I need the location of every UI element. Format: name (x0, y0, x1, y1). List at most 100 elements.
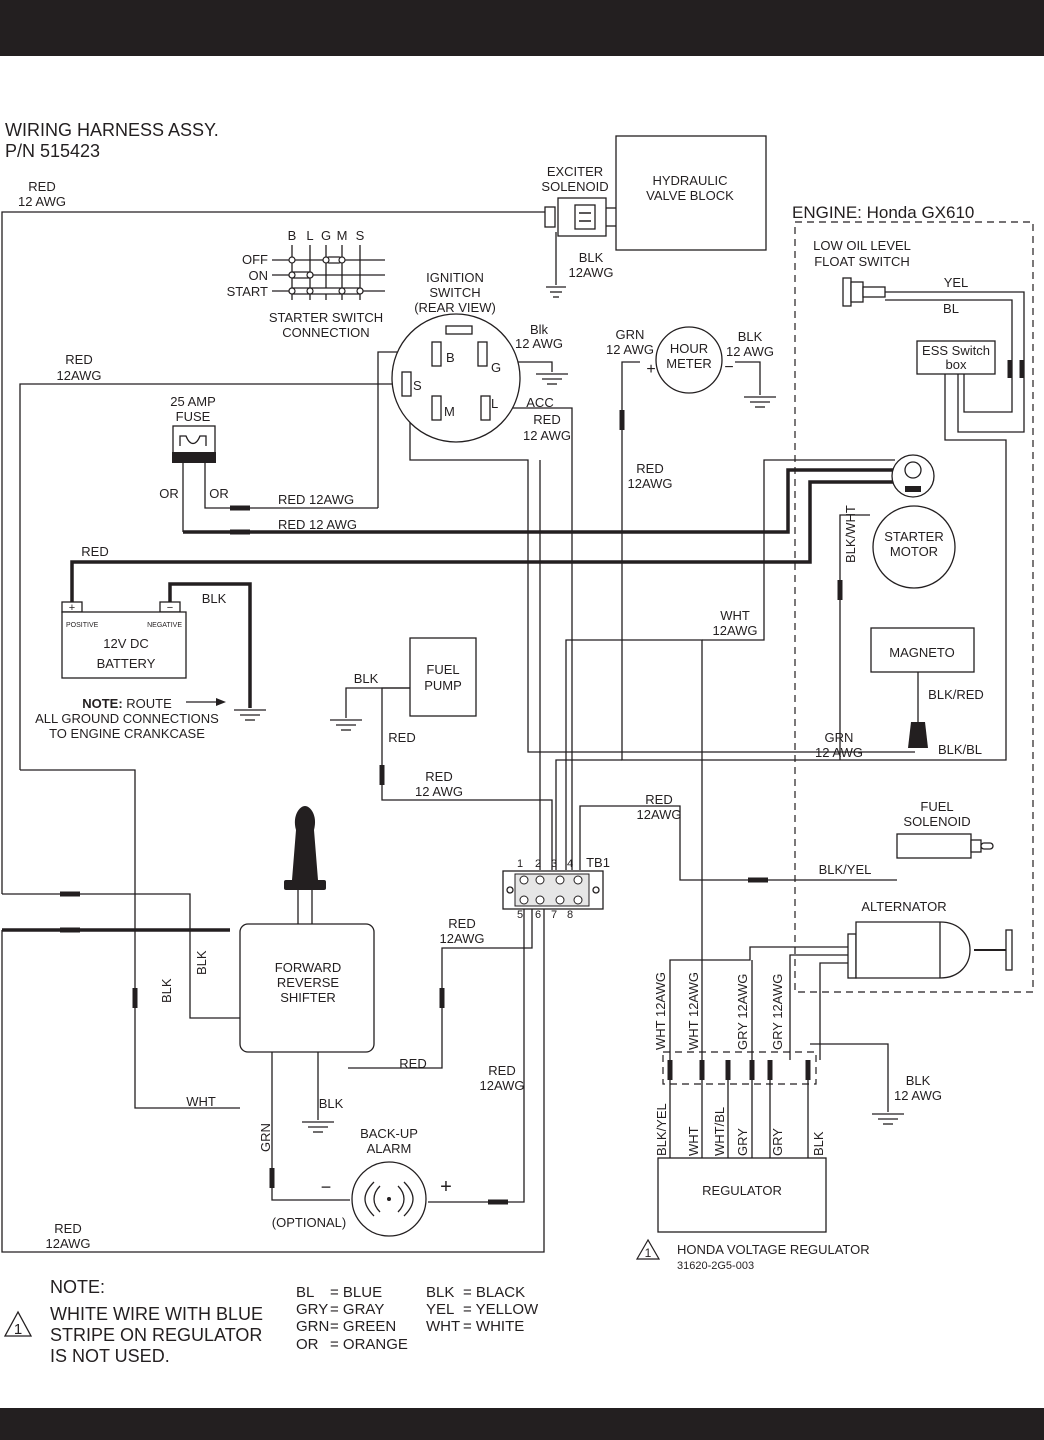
exciter-label-1: EXCITER (547, 164, 603, 179)
hydraulic-valve-block (615, 135, 767, 251)
fuel-solenoid-label-1: FUEL (920, 799, 953, 814)
note-line-2: STRIPE ON REGULATOR (50, 1325, 262, 1345)
legend-eq-or: = ORANGE (330, 1336, 408, 1353)
legend-code-yel: YEL (426, 1301, 454, 1318)
wl-red12-shift-1: RED (448, 916, 475, 931)
ess-label-2: box (946, 357, 967, 372)
fuel-pump-label-2: PUMP (424, 678, 462, 693)
wl-acc: ACC (526, 395, 553, 410)
hour-meter-label-1: HOUR (670, 341, 708, 356)
alarm-label-2: ALARM (367, 1141, 412, 1156)
low-oil-float-switch: LOW OIL LEVEL FLOAT SWITCH (813, 238, 911, 307)
legend-eq-grn: = GREEN (330, 1318, 396, 1335)
route-note: NOTE: ROUTE ALL GROUND CONNECTIONS TO EN… (35, 696, 226, 741)
ign-terminal-l: L (491, 396, 498, 411)
legend-code-bl: BL (296, 1284, 314, 1301)
wl-reg-top-1: WHT 12AWG (653, 972, 668, 1050)
wl-red-batt: RED (81, 544, 108, 559)
optional-label: (OPTIONAL) (272, 1215, 346, 1230)
ground-ignition (536, 373, 568, 385)
regulator-note-2: 31620-2G5-003 (677, 1260, 754, 1272)
wl-red12-tb2-1: RED (645, 792, 672, 807)
switch-col-b: B (288, 228, 297, 243)
starter-switch-label-1: STARTER SWITCH (269, 310, 383, 325)
switch-col-g: G (321, 228, 331, 243)
battery-label-2: BATTERY (97, 656, 156, 671)
wl-reg-top-3: GRY 12AWG (735, 974, 750, 1050)
wl-blk12-exciter-1: BLK (579, 250, 604, 265)
ground-battery (234, 709, 266, 721)
wl-red12awg-b: RED 12 AWG (278, 517, 357, 532)
wl-blk-v2: BLK (159, 978, 174, 1003)
wl-reg-bottom-6: BLK (811, 1131, 826, 1156)
note-heading: NOTE: (50, 1277, 105, 1297)
wl-reg-bottom-4: GRY (735, 1128, 750, 1156)
wl-reg-top-2: WHT 12AWG (686, 972, 701, 1050)
wl-grn12-hm-1: GRN (616, 327, 645, 342)
wl-blk-v1: BLK (194, 950, 209, 975)
ess-label-1: ESS Switch (922, 343, 990, 358)
wl-red12-mid-1: RED (636, 461, 663, 476)
legend-eq-blk: = BLACK (463, 1284, 525, 1301)
switch-col-l: L (306, 228, 313, 243)
ignition-label-1: IGNITION (426, 270, 484, 285)
ess-switch-box (916, 340, 996, 375)
battery-negative: NEGATIVE (147, 622, 182, 629)
footer-band (0, 1408, 1044, 1440)
wl-red12-alarm-2: 12AWG (479, 1078, 524, 1093)
magneto-connector (908, 722, 928, 748)
wl-reg-bottom-1: BLK/YEL (654, 1103, 669, 1156)
magneto-label: MAGNETO (889, 645, 955, 660)
wl-blk-wht: BLK/WHT (843, 505, 858, 563)
fuel-solenoid: FUEL SOLENOID (896, 799, 994, 859)
fuse-label-2: FUSE (176, 409, 211, 424)
wire-labels: RED 12 AWG BLK 12AWG Blk 12 AWG GRN 12 A… (18, 179, 984, 1251)
regulator-note-marker: 1 (645, 1246, 652, 1260)
fuel-pump-label-1: FUEL (426, 662, 459, 677)
regulator-label: REGULATOR (702, 1183, 782, 1198)
alarm-plus: + (440, 1176, 452, 1198)
switch-col-m: M (337, 228, 348, 243)
route-note-rest: ROUTE (123, 696, 172, 711)
regulator: REGULATOR (657, 1051, 827, 1233)
legend-code-or: OR (296, 1336, 319, 1353)
shifter-label-3: SHIFTER (280, 990, 336, 1005)
wl-blk-yel: BLK/YEL (819, 862, 872, 877)
wl-red12-bottom-1: RED (54, 1221, 81, 1236)
switch-row-on: ON (249, 268, 269, 283)
wl-reg-bottom-5: GRY (770, 1128, 785, 1156)
tb-terminal-6: 6 (535, 909, 541, 921)
ignition-label-2: SWITCH (429, 285, 480, 300)
battery-plus-sign: + (69, 602, 75, 614)
starter-motor-label-2: MOTOR (890, 544, 938, 559)
ign-terminal-m: M (444, 404, 455, 419)
color-legend: BL = BLUE GRY = GRAY GRN = GREEN OR = OR… (296, 1284, 539, 1353)
thick-wires (2, 468, 895, 932)
hour-meter: HOUR METER + − (646, 326, 734, 394)
legend-code-wht: WHT (426, 1318, 460, 1335)
exciter-solenoid: EXCITER SOLENOID (541, 164, 616, 237)
diagram-title: WIRING HARNESS ASSY. (5, 120, 219, 140)
wl-yel: YEL (944, 275, 969, 290)
tb-terminal-4: 4 (567, 858, 573, 870)
wl-reg-bottom-3: WHT/BL (712, 1107, 727, 1156)
ground-symbols (234, 286, 904, 1133)
starter-motor: STARTER MOTOR (872, 454, 956, 589)
ground-exciter (546, 286, 566, 298)
wl-blk12-reg-1: BLK (906, 1073, 931, 1088)
wl-blk12-exciter-2: 12AWG (568, 265, 613, 280)
tb-terminal-5: 5 (517, 909, 523, 921)
wl-grn12-mag-1: GRN (825, 730, 854, 745)
legend-eq-bl: = BLUE (330, 1284, 382, 1301)
wl-wht-shift: WHT (186, 1094, 216, 1109)
tb-terminal-2: 2 (535, 858, 541, 870)
wl-reg-top-4: GRY 12AWG (770, 974, 785, 1050)
low-oil-label-1: LOW OIL LEVEL (813, 238, 911, 253)
switch-row-start: START (227, 284, 268, 299)
fuse: 25 AMP FUSE (170, 394, 216, 463)
tb1-label: TB1 (586, 855, 610, 870)
note-line-3: IS NOT USED. (50, 1346, 170, 1366)
wl-red12-acc-1: RED (533, 412, 560, 427)
fuse-label-1: 25 AMP (170, 394, 216, 409)
